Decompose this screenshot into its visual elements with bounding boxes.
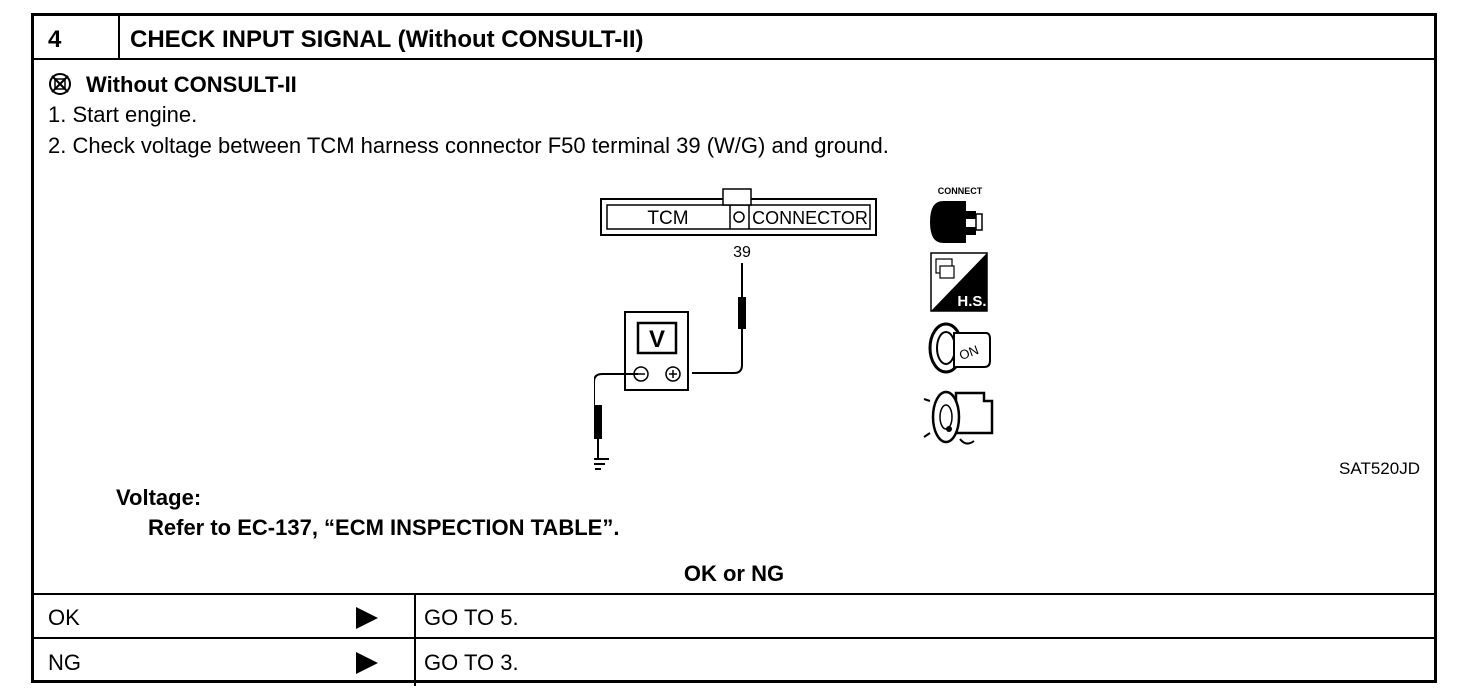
row-rule bbox=[34, 637, 1434, 639]
result-divider bbox=[414, 593, 416, 686]
connect-label: CONNECT bbox=[938, 186, 983, 196]
procedure-step-2: 2. Check voltage between TCM harness con… bbox=[48, 133, 889, 158]
no-consult-icon bbox=[49, 73, 71, 95]
ng-arrow-icon bbox=[356, 652, 378, 674]
result-question: OK or NG bbox=[683, 561, 785, 586]
harness-side-icon: H.S. bbox=[930, 252, 988, 312]
action-ng: GO TO 3. bbox=[424, 650, 519, 675]
connector-right-label: CONNECTOR bbox=[752, 208, 868, 228]
mode-label: Without CONSULT-II bbox=[86, 72, 297, 97]
inspection-step-table: 4 CHECK INPUT SIGNAL (Without CONSULT-II… bbox=[31, 13, 1437, 686]
ground-icon bbox=[594, 458, 609, 470]
positive-probe bbox=[738, 297, 746, 329]
ignition-on-icon: ON bbox=[928, 322, 991, 374]
header-divider bbox=[118, 16, 120, 59]
wiring-diagram: TCM CONNECTOR 39 V CONNECT bbox=[594, 186, 994, 470]
on-label: ON bbox=[957, 342, 980, 363]
connect-icon bbox=[930, 201, 983, 243]
spec-value: Refer to EC-137, “ECM INSPECTION TABLE”. bbox=[148, 515, 620, 540]
ok-arrow-icon bbox=[356, 607, 378, 629]
voltmeter-label: V bbox=[649, 326, 665, 353]
status-ok: OK bbox=[48, 605, 80, 630]
figure-code: SAT520JD bbox=[1339, 459, 1420, 478]
negative-probe bbox=[594, 405, 602, 439]
procedure-step-1: 1. Start engine. bbox=[48, 102, 198, 127]
hs-label: H.S. bbox=[957, 293, 986, 310]
spec-label: Voltage: bbox=[116, 485, 202, 510]
connector-left-label: TCM bbox=[647, 208, 688, 229]
header-rule bbox=[34, 58, 1434, 60]
result-rule bbox=[34, 593, 1434, 595]
engine-running-icon bbox=[923, 390, 994, 445]
status-ng: NG bbox=[48, 650, 81, 675]
terminal-label: 39 bbox=[733, 244, 751, 261]
step-title: CHECK INPUT SIGNAL (Without CONSULT-II) bbox=[130, 26, 644, 53]
action-ok: GO TO 5. bbox=[424, 605, 519, 630]
step-number: 4 bbox=[48, 26, 62, 53]
